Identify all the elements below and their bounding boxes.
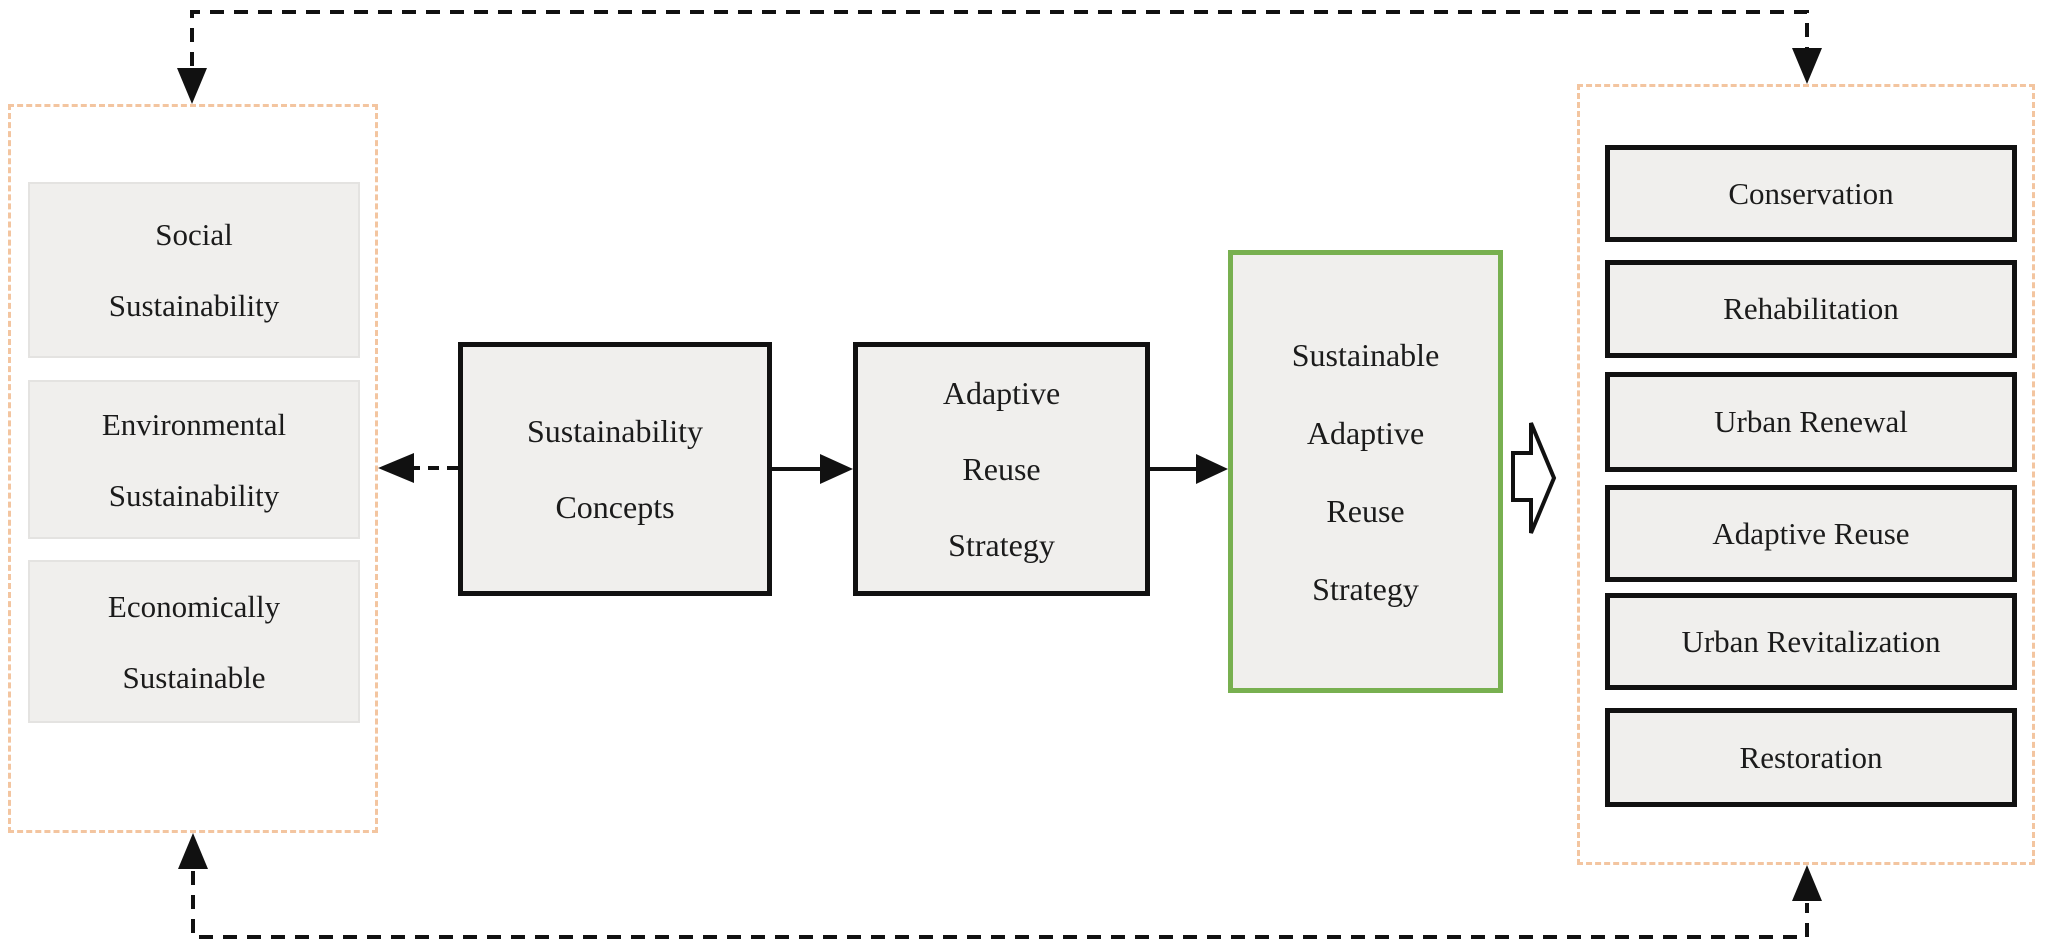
arrowhead-up-right-icon <box>1792 865 1822 901</box>
box-label-line: Sustainable <box>122 659 266 695</box>
rehabilitation-box: Rehabilitation <box>1605 260 2017 358</box>
sustainability-pillars-panel <box>8 104 378 833</box>
box-label-line: Adaptive <box>942 375 1061 411</box>
conservation-box: Conservation <box>1605 145 2017 242</box>
box-label-line: Sustainability <box>527 413 703 449</box>
strategy-types-panel <box>1577 84 2035 865</box>
restoration-box: Restoration <box>1605 708 2017 807</box>
urban-revitalization-box: Urban Revitalization <box>1605 593 2017 690</box>
box-label-line: Economically <box>107 588 281 624</box>
box-label: Urban Revitalization <box>1681 623 1941 659</box>
box-label: Restoration <box>1739 739 1883 775</box>
environmental-sustainability-box: Environmental Sustainability <box>28 380 360 539</box>
box-label-line: Sustainable <box>1291 336 1440 373</box>
box-label-line: Sustainability <box>108 288 280 323</box>
feedback-loop-top <box>190 10 1809 66</box>
box-label: Urban Renewal <box>1714 404 1908 439</box>
sustainability-concepts-box: Sustainability Concepts <box>458 342 772 596</box>
feedback-loop-bottom <box>191 871 1809 939</box>
sustainable-adaptive-reuse-strategy-box: Sustainable Adaptive Reuse Strategy <box>1228 250 1503 693</box>
box-label-line: Reuse <box>962 451 1041 487</box>
adaptive-reuse-strategy-box: Adaptive Reuse Strategy <box>853 342 1150 596</box>
box-label-line: Environmental <box>101 406 287 442</box>
box-label: Conservation <box>1728 175 1894 211</box>
arrowhead-right-2-icon <box>1196 454 1228 484</box>
arrowhead-up-left-icon <box>178 833 208 869</box>
arrowhead-down-right-icon <box>1792 48 1822 84</box>
box-label-line: Social <box>155 217 233 252</box>
box-label-line: Adaptive <box>1306 414 1425 451</box>
economically-sustainable-box: Economically Sustainable <box>28 560 360 723</box>
adaptive-reuse-box: Adaptive Reuse <box>1605 485 2017 582</box>
box-label: Adaptive Reuse <box>1712 515 1910 551</box>
box-label-line: Reuse <box>1326 492 1405 529</box>
box-label-line: Concepts <box>555 489 675 525</box>
box-label-line: Strategy <box>1312 570 1419 607</box>
arrowhead-right-1-icon <box>820 454 853 484</box>
arrowhead-down-left-icon <box>177 68 207 104</box>
urban-renewal-box: Urban Renewal <box>1605 372 2017 472</box>
box-label: Rehabilitation <box>1723 291 1899 326</box>
block-arrow-right-icon <box>1511 422 1557 534</box>
social-sustainability-box: Social Sustainability <box>28 182 360 358</box>
box-label-line: Strategy <box>948 527 1055 563</box>
box-label-line: Sustainability <box>108 477 280 513</box>
arrowhead-left-icon <box>378 453 414 483</box>
